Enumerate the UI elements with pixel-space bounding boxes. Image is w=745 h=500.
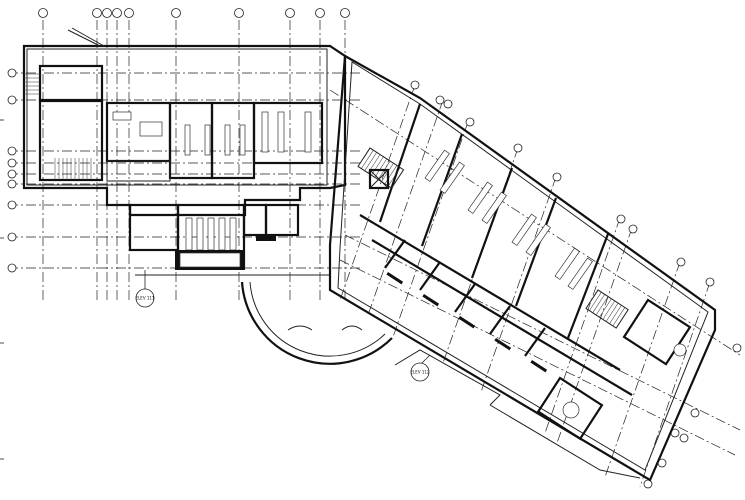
grid-bubble [679, 433, 689, 443]
grid-bubble [732, 343, 742, 353]
left-wing-inner-wall [26, 48, 328, 186]
exterior-step [489, 404, 641, 479]
diagonal-grid-lines-long [329, 89, 741, 456]
elevator [368, 168, 390, 190]
left-wing-outer-wall [22, 44, 347, 217]
lab-room-4 [252, 101, 324, 165]
grid-bubble [102, 8, 112, 18]
grid-bubble [92, 8, 102, 18]
grid-bubble [410, 80, 420, 90]
lab-room-3 [210, 101, 256, 180]
stair-room-top [38, 64, 104, 103]
grid-bubble [7, 179, 17, 189]
grid-bubble [7, 169, 17, 179]
grid-bubble [234, 8, 244, 18]
lab-partitions [378, 103, 610, 339]
conference-room [536, 376, 604, 441]
grid-bubble [676, 257, 686, 267]
grid-bubble [7, 146, 17, 156]
grid-bubble [7, 95, 17, 105]
grid-bubble [616, 214, 626, 224]
right-wing [328, 54, 717, 482]
diagonal-lead [71, 27, 105, 47]
curved-entry-inner [249, 281, 386, 357]
diagonal-grid-lines [339, 84, 711, 488]
lab-benches [112, 111, 312, 156]
stair-lower-right [585, 289, 629, 329]
exterior-step [394, 349, 501, 406]
grid-bubble [552, 172, 562, 182]
curved-entry-wall [240, 281, 393, 365]
diagonal-lead [67, 29, 101, 47]
grid-bubble [435, 95, 445, 105]
rotated-benches [424, 149, 593, 290]
grid-bubble [513, 143, 523, 153]
lower-benches [185, 217, 237, 251]
grid-bubbles-top [38, 8, 350, 18]
counter-inset [179, 252, 241, 268]
grid-bubble [7, 200, 17, 210]
grid-bubbles-left [7, 68, 17, 273]
grid-bubble [285, 8, 295, 18]
grid-bubble [7, 68, 17, 78]
corridor-wall-upper [359, 214, 621, 371]
grid-bubble [112, 8, 122, 18]
lower-room-1 [128, 203, 180, 252]
lower-room-4 [264, 203, 300, 237]
left-wing [22, 27, 393, 365]
lab-room-1-lower [106, 160, 171, 182]
door-arc [341, 325, 363, 331]
section-tag-left-label: ELEV 111 [136, 296, 155, 301]
door-arc [287, 325, 313, 331]
office-rooms [384, 239, 548, 373]
margin-ticks [0, 119, 4, 460]
fixture [673, 343, 687, 357]
round-table [562, 401, 580, 419]
grid-bubble [171, 8, 181, 18]
grid-bubble [705, 277, 715, 287]
grid-bubbles-diagonal [410, 80, 742, 489]
grid-bubble [690, 408, 700, 418]
grid-bubble [628, 224, 638, 234]
grid-bubble [465, 117, 475, 127]
grid-bubble [7, 158, 17, 168]
lower-room-3 [242, 203, 268, 237]
grid-bubble [7, 232, 17, 242]
solid-wall-small [256, 234, 276, 241]
grid-bubble [124, 8, 134, 18]
section-tag-left: ELEV 111 [136, 270, 155, 308]
stair-treads-left [54, 158, 92, 180]
grid-bubble [340, 8, 350, 18]
entry-hatch [24, 73, 40, 95]
section-tag-right: ELEV 112 [411, 354, 431, 382]
grid-bubble [443, 99, 453, 109]
grid-bubble [643, 479, 653, 489]
grid-bubble [315, 8, 325, 18]
right-wing-outer-wall [328, 54, 717, 482]
grid-bubble [7, 263, 17, 273]
grid-bubble [38, 8, 48, 18]
section-tag-right-label: ELEV 112 [411, 370, 430, 375]
